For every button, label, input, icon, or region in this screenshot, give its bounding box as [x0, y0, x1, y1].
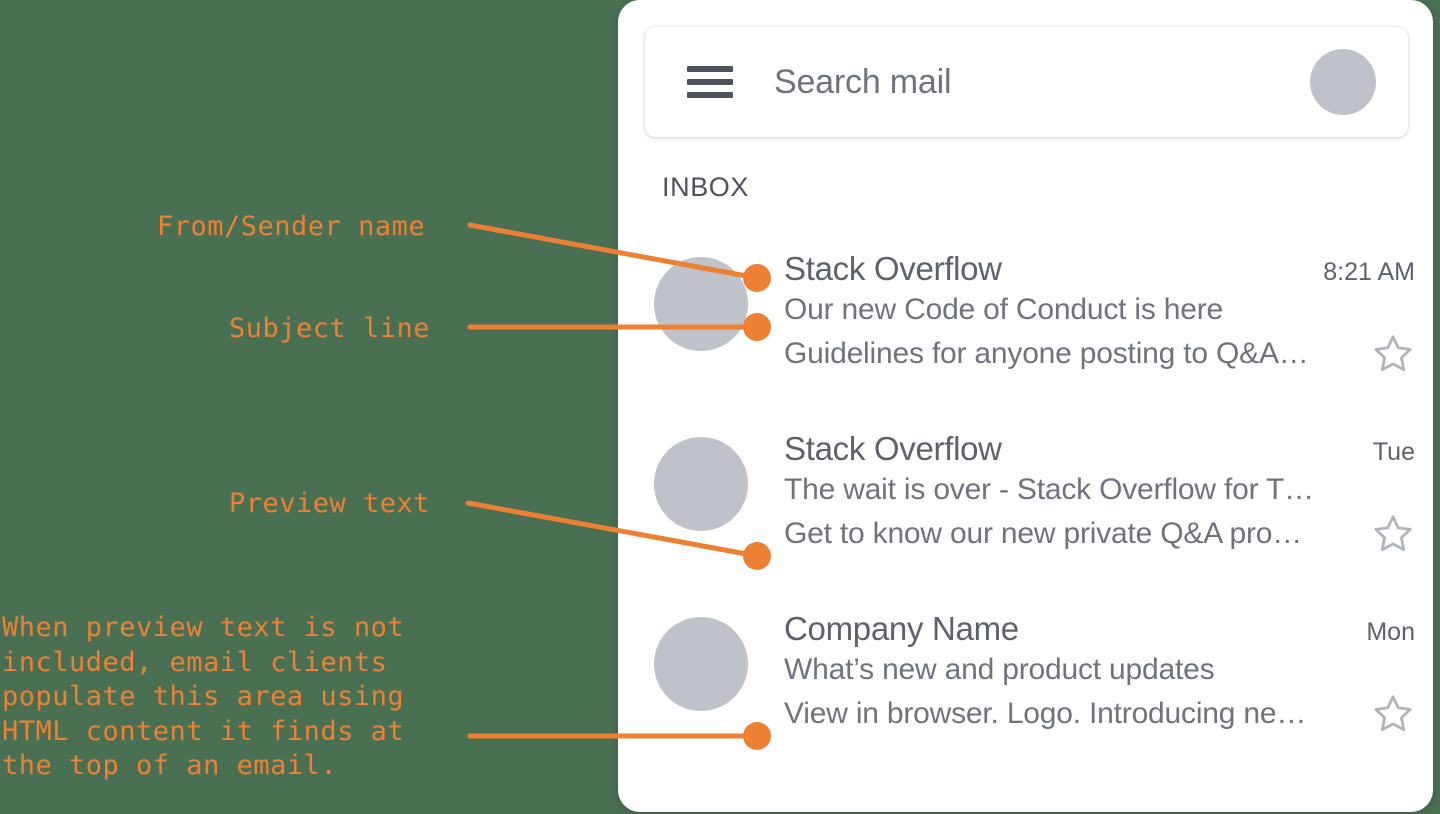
email-timestamp: 8:21 AM	[1323, 258, 1415, 286]
email-row-body: Stack Overflow Tue The wait is over - St…	[784, 430, 1433, 556]
hamburger-icon[interactable]	[687, 66, 733, 98]
annotation-subject: Subject line	[229, 313, 431, 344]
star-outline-icon[interactable]	[1371, 332, 1415, 376]
sender-avatar	[654, 437, 748, 531]
folder-label: INBOX	[662, 172, 750, 202]
email-row-body: Stack Overflow 8:21 AM Our new Code of C…	[784, 250, 1433, 376]
annotation-preview: Preview text	[229, 488, 431, 519]
sender-name: Company Name	[784, 610, 1019, 647]
hamburger-bar	[687, 92, 733, 98]
annotation-from-sender: From/Sender name	[157, 211, 426, 242]
email-preview: Guidelines for anyone posting to Q&A…	[784, 337, 1309, 370]
sender-name: Stack Overflow	[784, 430, 1002, 467]
email-subject: What’s new and product updates	[784, 653, 1215, 686]
email-timestamp: Mon	[1366, 618, 1415, 646]
star-outline-icon[interactable]	[1371, 692, 1415, 736]
email-row-body: Company Name Mon What’s new and product …	[784, 610, 1433, 736]
mail-client-panel: Search mail INBOX Stack Overflow 8:21 AM…	[618, 0, 1433, 812]
email-row[interactable]: Stack Overflow Tue The wait is over - St…	[618, 416, 1433, 596]
account-avatar[interactable]	[1310, 49, 1376, 115]
email-row[interactable]: Stack Overflow 8:21 AM Our new Code of C…	[618, 236, 1433, 416]
star-outline-icon[interactable]	[1371, 512, 1415, 556]
email-row[interactable]: Company Name Mon What’s new and product …	[618, 596, 1433, 776]
sender-avatar	[654, 617, 748, 711]
email-subject: Our new Code of Conduct is here	[784, 293, 1224, 326]
hamburger-bar	[687, 79, 733, 85]
hamburger-bar	[687, 66, 733, 72]
annotation-paragraph: When preview text is not included, email…	[2, 612, 405, 781]
sender-avatar	[654, 257, 748, 351]
email-list: Stack Overflow 8:21 AM Our new Code of C…	[618, 236, 1433, 776]
email-preview: View in browser. Logo. Introducing ne…	[784, 697, 1307, 730]
sender-name: Stack Overflow	[784, 250, 1002, 287]
search-input[interactable]: Search mail	[774, 62, 952, 101]
email-preview: Get to know our new private Q&A pro…	[784, 517, 1303, 550]
email-timestamp: Tue	[1372, 438, 1415, 466]
email-subject: The wait is over - Stack Overflow for T…	[784, 473, 1314, 506]
search-bar[interactable]: Search mail	[645, 27, 1408, 137]
